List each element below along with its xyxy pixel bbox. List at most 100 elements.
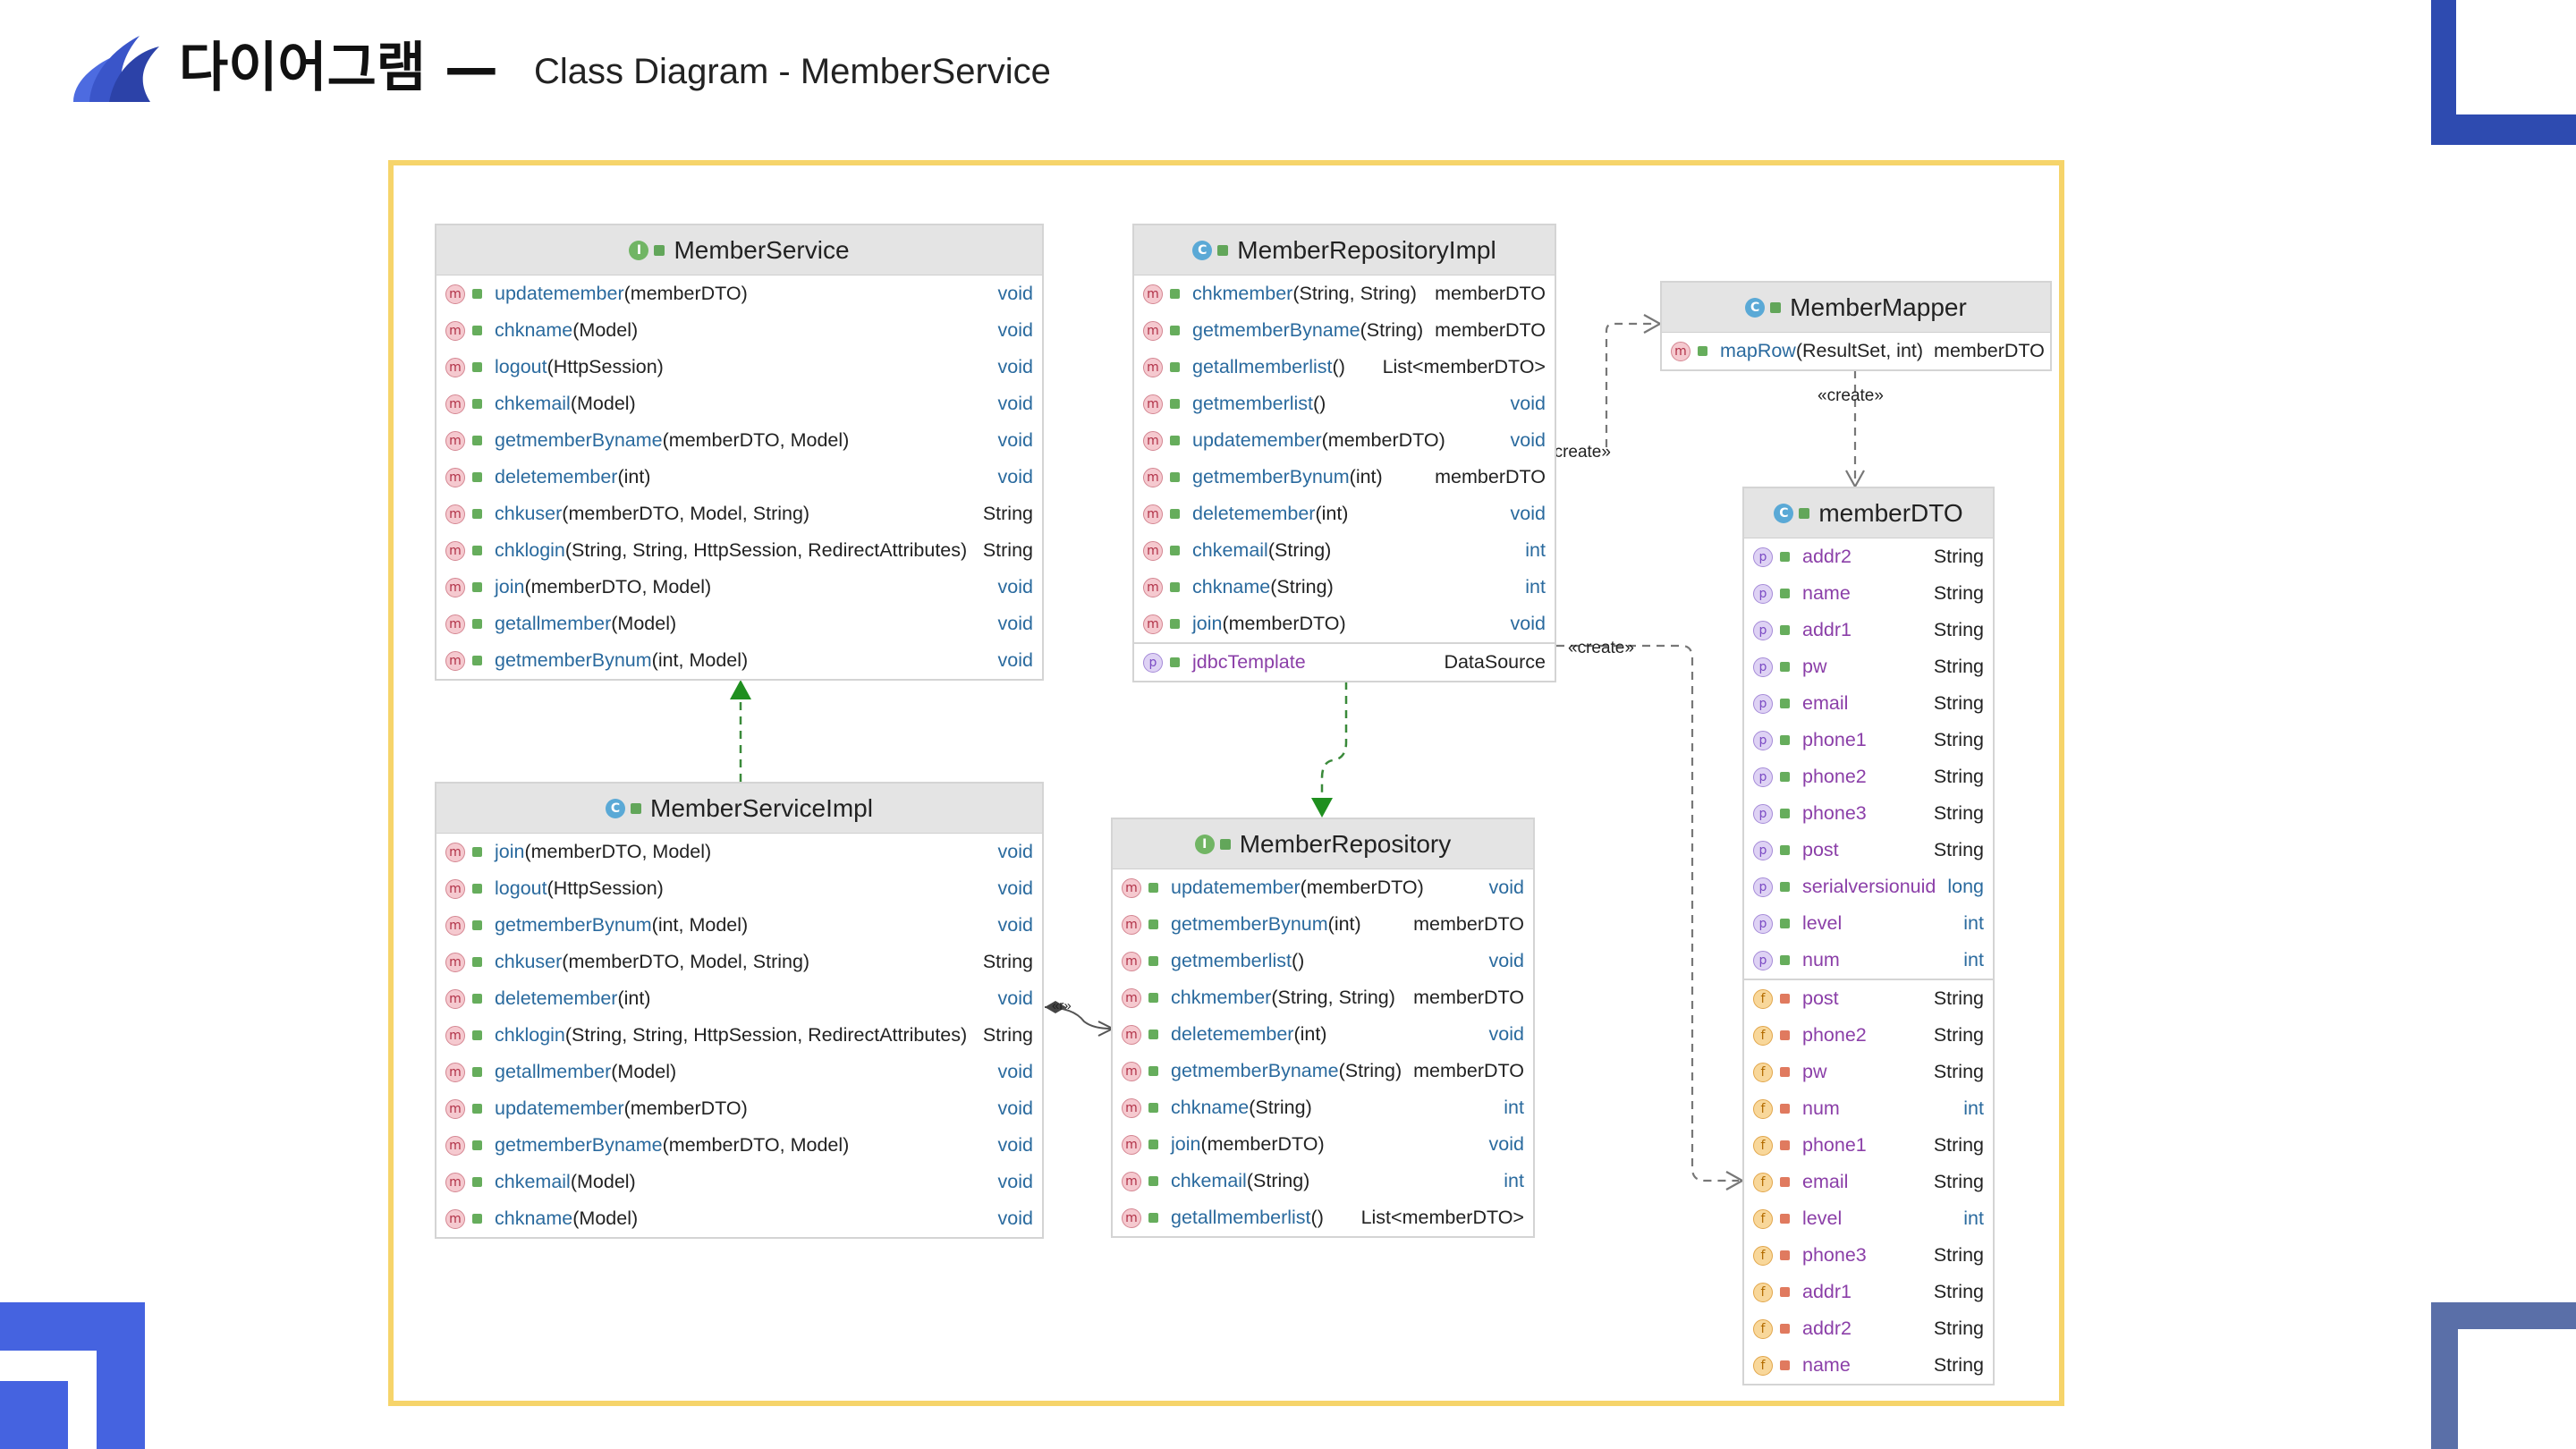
member-type: memberDTO — [1413, 1060, 1524, 1081]
property-icon: p — [1753, 950, 1773, 970]
public-visibility-icon — [472, 362, 482, 372]
public-visibility-icon — [472, 619, 482, 629]
member-name: deletemember — [1192, 503, 1316, 524]
member-name: getmemberBynum — [1192, 466, 1350, 487]
method-icon: m — [1122, 1208, 1141, 1228]
member-name: join — [495, 576, 525, 597]
member-type: void — [1488, 950, 1524, 971]
member-name: getmemberlist — [1192, 393, 1314, 414]
member-params: (String) — [1270, 576, 1334, 597]
member-name: num — [1802, 949, 1840, 970]
public-visibility-icon — [472, 957, 482, 967]
member-name: getmemberBynum — [495, 914, 652, 936]
member-name: getmemberByname — [1171, 1060, 1339, 1081]
member-type: void — [997, 576, 1033, 597]
public-visibility-icon — [472, 884, 482, 894]
member-params: () — [1313, 393, 1326, 414]
member-type: memberDTO — [1413, 913, 1524, 935]
member-type: String — [1933, 1024, 1984, 1046]
member-name: email — [1802, 692, 1849, 714]
member-type: void — [1510, 429, 1546, 451]
property-icon: p — [1753, 913, 1773, 934]
member-type: void — [997, 356, 1033, 377]
public-visibility-icon — [631, 802, 642, 814]
member-type: String — [1933, 1318, 1984, 1339]
member-type: String — [1933, 546, 1984, 567]
